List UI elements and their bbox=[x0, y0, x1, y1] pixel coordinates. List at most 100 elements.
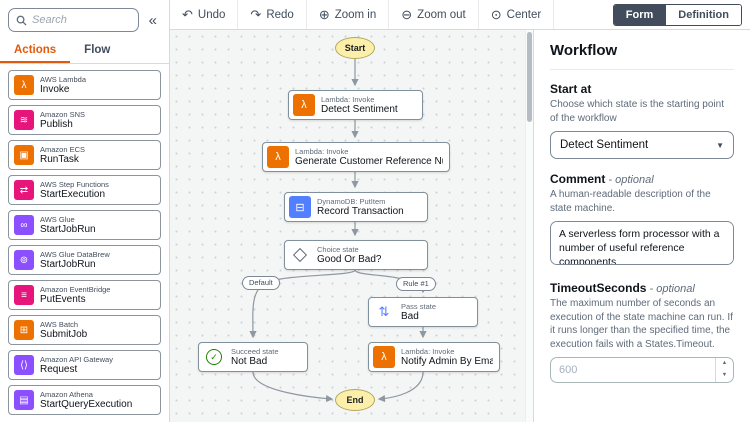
zoom-out-label: Zoom out bbox=[417, 8, 466, 21]
search-input[interactable] bbox=[32, 14, 131, 26]
step-functions-icon: ⇄ bbox=[14, 180, 34, 200]
sidebar-tabs: Actions Flow bbox=[0, 38, 169, 64]
view-toggle: Form Definition bbox=[612, 3, 742, 26]
chevron-down-icon: ▼ bbox=[716, 140, 724, 150]
timeout-input[interactable] bbox=[550, 357, 734, 383]
start-at-value: Detect Sentiment bbox=[560, 139, 649, 151]
end-node: End bbox=[335, 389, 375, 411]
center-button[interactable]: ⊙Center bbox=[479, 0, 555, 29]
state-name: Detect Sentiment bbox=[321, 103, 398, 115]
service-name: AWS Step Functions bbox=[40, 179, 109, 189]
athena-icon: ▤ bbox=[14, 390, 34, 410]
action-name: PutEvents bbox=[40, 293, 86, 305]
start-at-description: Choose which state is the starting point… bbox=[550, 99, 724, 124]
main-area: ↶Undo ↷Redo ⊕Zoom in ⊖Zoom out ⊙Center F… bbox=[170, 0, 750, 422]
comment-textarea[interactable]: A serverless form processor with a numbe… bbox=[550, 221, 734, 265]
stepper-down-icon[interactable]: ▼ bbox=[716, 370, 733, 382]
redo-label: Redo bbox=[266, 8, 294, 21]
state-type: Pass state bbox=[401, 301, 437, 311]
timeout-seconds-field: TimeoutSeconds - optional The maximum nu… bbox=[550, 281, 734, 383]
undo-button[interactable]: ↶Undo bbox=[170, 0, 239, 29]
lambda-icon: λ bbox=[293, 94, 315, 116]
edge-label-rule-1[interactable]: Rule #1 bbox=[396, 277, 436, 291]
service-name: AWS Glue DataBrew bbox=[40, 249, 110, 259]
state-name: Generate Customer Reference Number bbox=[295, 155, 443, 167]
ecs-icon: ▣ bbox=[14, 145, 34, 165]
workflow-properties-panel: Workflow Start at Choose which state is … bbox=[533, 30, 750, 422]
service-name: AWS Batch bbox=[40, 319, 79, 329]
state-name: Bad bbox=[401, 310, 419, 322]
state-type: Lambda: Invoke bbox=[295, 146, 349, 156]
zoom-in-label: Zoom in bbox=[334, 8, 377, 21]
definition-toggle-button[interactable]: Definition bbox=[665, 4, 741, 25]
center-label: Center bbox=[506, 8, 542, 21]
timeout-input-wrap: ▲ ▼ bbox=[550, 357, 734, 383]
canvas-scrollbar-thumb[interactable] bbox=[527, 32, 532, 122]
collapse-sidebar-icon[interactable]: « bbox=[145, 11, 161, 30]
state-type: DynamoDB: PutItem bbox=[317, 196, 386, 206]
timeout-stepper: ▲ ▼ bbox=[715, 358, 733, 382]
lambda-icon: λ bbox=[373, 346, 395, 368]
comment-label: Comment bbox=[550, 172, 606, 186]
service-name: AWS Lambda bbox=[40, 74, 86, 84]
search-box[interactable] bbox=[8, 8, 139, 32]
search-icon bbox=[16, 15, 27, 26]
succeed-state-icon: ✓ bbox=[203, 346, 225, 368]
comment-optional-flag: - optional bbox=[608, 174, 654, 186]
redo-button[interactable]: ↷Redo bbox=[238, 0, 307, 29]
tab-flow[interactable]: Flow bbox=[70, 38, 124, 63]
zoom-out-button[interactable]: ⊖Zoom out bbox=[389, 0, 479, 29]
glue-databrew-icon: ⊚ bbox=[14, 250, 34, 270]
start-at-select[interactable]: Detect Sentiment ▼ bbox=[550, 131, 734, 159]
form-toggle-button[interactable]: Form bbox=[613, 4, 666, 25]
lambda-icon: λ bbox=[267, 146, 289, 168]
state-type: Lambda: Invoke bbox=[401, 346, 455, 356]
state-type: Choice state bbox=[317, 244, 359, 254]
start-at-field: Start at Choose which state is the start… bbox=[550, 82, 734, 159]
state-name: Notify Admin By Email bbox=[401, 355, 493, 367]
state-name: Record Transaction bbox=[317, 205, 404, 217]
action-name: StartQueryExecution bbox=[40, 398, 133, 410]
tab-actions[interactable]: Actions bbox=[0, 38, 71, 63]
timeout-label: TimeoutSeconds bbox=[550, 281, 647, 295]
edge-label-default[interactable]: Default bbox=[242, 276, 280, 290]
service-name: AWS Glue bbox=[40, 214, 75, 224]
zoom-in-button[interactable]: ⊕Zoom in bbox=[307, 0, 390, 29]
undo-label: Undo bbox=[197, 8, 226, 21]
sns-icon: ≋ bbox=[14, 110, 34, 130]
action-name: StartExecution bbox=[40, 188, 106, 200]
sidebar-search-row: « bbox=[0, 0, 169, 38]
canvas-scrollbar bbox=[525, 30, 533, 422]
state-name: Good Or Bad? bbox=[317, 253, 382, 265]
dynamodb-icon: ⊟ bbox=[289, 196, 311, 218]
lambda-icon: λ bbox=[14, 75, 34, 95]
action-name: Request bbox=[40, 363, 78, 375]
comment-field: Comment - optional A human-readable desc… bbox=[550, 172, 734, 268]
action-name: SubmitJob bbox=[40, 328, 88, 340]
stepper-up-icon[interactable]: ▲ bbox=[716, 358, 733, 370]
service-name: Amazon SNS bbox=[40, 109, 86, 119]
service-name: Amazon EventBridge bbox=[40, 284, 111, 294]
action-name: StartJobRun bbox=[40, 258, 96, 270]
